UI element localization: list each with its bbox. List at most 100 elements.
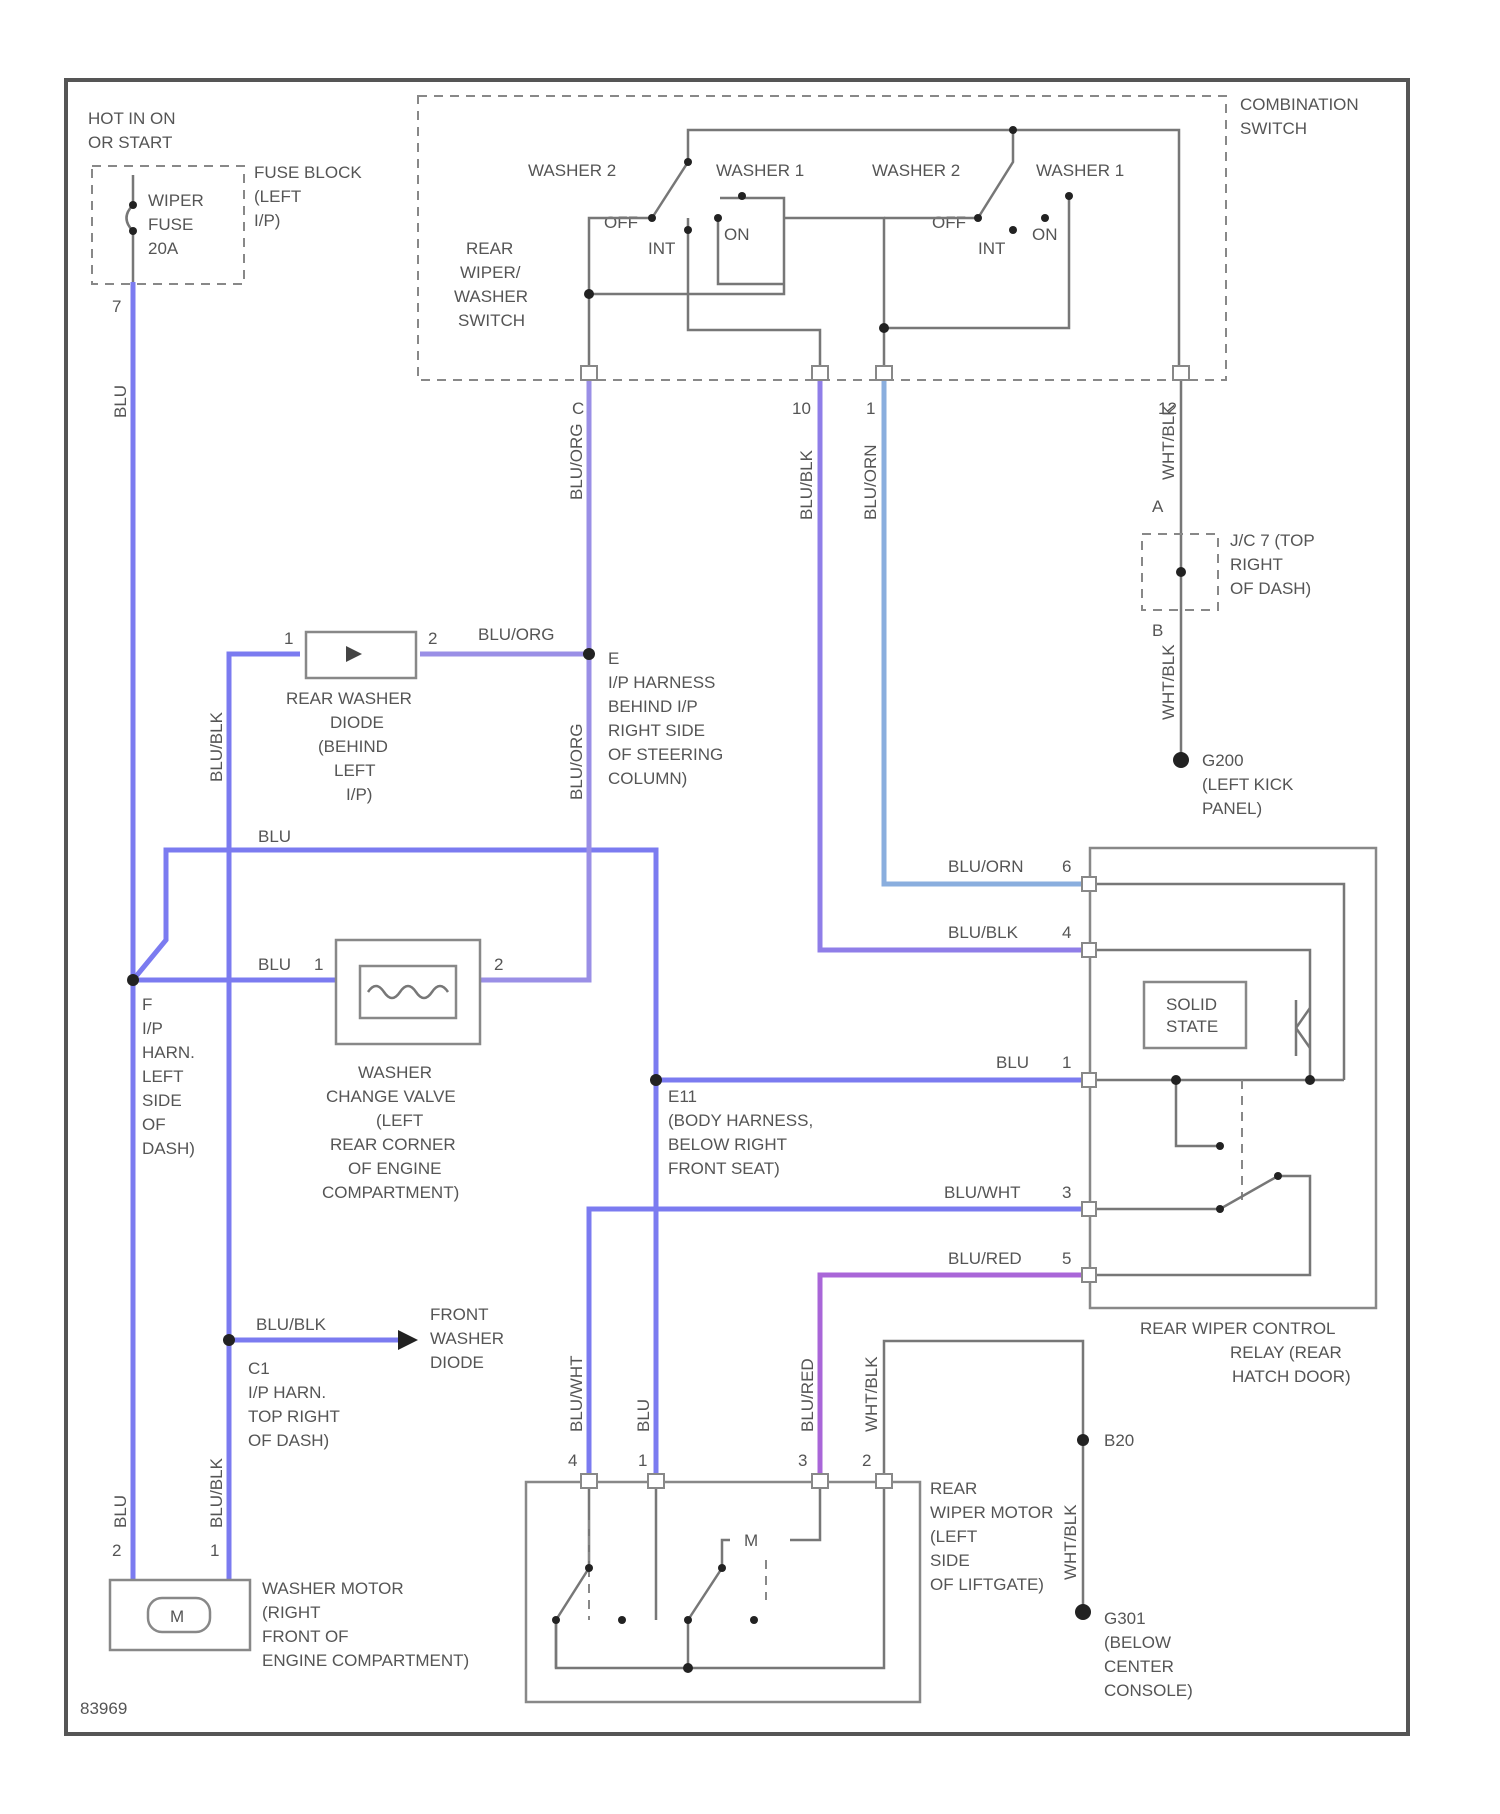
splice-c1-label-3: TOP RIGHT (248, 1407, 340, 1426)
pin-valve-1: 1 (314, 955, 323, 974)
washer-motor-label-3: FRONT OF (262, 1627, 349, 1646)
solid-state-box (1144, 982, 1246, 1048)
pin-sw-1: 1 (866, 399, 875, 418)
fuse-label-2: FUSE (148, 215, 193, 234)
valve-label-6: COMPARTMENT) (322, 1183, 459, 1202)
wire-label-wht-blk-1: WHT/BLK (1159, 404, 1178, 480)
splice-f-label-3: HARN. (142, 1043, 195, 1062)
pin-diode-2: 2 (428, 629, 437, 648)
rear-wiper-switch-label-4: SWITCH (458, 311, 525, 330)
connector-motor-3 (812, 1474, 828, 1488)
splice-f-label-2: I/P (142, 1019, 163, 1038)
splice-e11 (650, 1074, 662, 1086)
wire-label-blu-relay1: BLU (996, 1053, 1029, 1072)
splice-f-label-5: SIDE (142, 1091, 182, 1110)
fuse-block-label-1: FUSE BLOCK (254, 163, 362, 182)
pin-wm-2: 2 (112, 1541, 121, 1560)
splice-e (583, 648, 595, 660)
connector-motor-1 (648, 1474, 664, 1488)
jstop-label-2: RIGHT (1230, 555, 1283, 574)
combination-switch-label-2: SWITCH (1240, 119, 1307, 138)
pin-fuse-bottom: 7 (112, 297, 121, 316)
valve-label-4: REAR CORNER (330, 1135, 456, 1154)
rear-wiper-motor-symbol: M (744, 1531, 758, 1550)
g301-label-2: (BELOW (1104, 1633, 1171, 1652)
ground-g301-dot (1075, 1604, 1091, 1620)
splice-f (127, 974, 139, 986)
fuse-block-label-3: I/P) (254, 211, 280, 230)
rear-wiper-motor-label-2: WIPER MOTOR (930, 1503, 1053, 1522)
valve-label-3: (LEFT (376, 1111, 423, 1130)
wire-label-blu-top-bus: BLU (258, 827, 291, 846)
relay-label-1: REAR WIPER CONTROL (1140, 1319, 1336, 1338)
rear-washer-diode-label-4: LEFT (334, 761, 376, 780)
rear-wiper-motor-label-4: SIDE (930, 1551, 970, 1570)
wire-label-blu-red-m: BLU/RED (798, 1358, 817, 1432)
wire-label-blu-orn-1: BLU/ORN (861, 444, 880, 520)
wire-label-blu-valve: BLU (258, 955, 291, 974)
connector-sw-1 (876, 366, 892, 380)
rear-washer-diode-label-1: REAR WASHER (286, 689, 412, 708)
wire-label-blu-blk-front: BLU/BLK (256, 1315, 327, 1334)
power-label: HOT IN ON (88, 109, 176, 128)
connector-sw-10 (812, 366, 828, 380)
rear-washer-diode-box (306, 632, 416, 678)
wire-blu-red-relay (820, 1275, 1088, 1482)
connector-relay-1 (1082, 1073, 1096, 1087)
rear-washer-diode-label-2: DIODE (330, 713, 384, 732)
pin-relay-3: 3 (1062, 1183, 1071, 1202)
int-label-b: INT (978, 239, 1005, 258)
washer2-label-b: WASHER 2 (872, 161, 960, 180)
splice-e11-label-2: (BODY HARNESS, (668, 1111, 813, 1130)
pin-jstop-top: A (1152, 497, 1164, 516)
wire-label-blu-org-diode: BLU/ORG (478, 625, 555, 644)
wire-label-blu-m: BLU (634, 1399, 653, 1432)
on-label-b: ON (1032, 225, 1058, 244)
connector-relay-5 (1082, 1268, 1096, 1282)
connector-motor-4 (581, 1474, 597, 1488)
washer-motor-label-2: (RIGHT (262, 1603, 321, 1622)
figure-id: 83969 (80, 1699, 127, 1718)
wire-label-wht-blk-2: WHT/BLK (1159, 644, 1178, 720)
valve-label-5: OF ENGINE (348, 1159, 442, 1178)
off-label-b: OFF (932, 213, 966, 232)
valve-label-1: WASHER (358, 1063, 432, 1082)
pin-motor-3: 3 (798, 1451, 807, 1470)
fuse-label-3: 20A (148, 239, 179, 258)
washer1-label-a: WASHER 1 (716, 161, 804, 180)
g200-label-2: (LEFT KICK (1202, 775, 1294, 794)
rear-washer-diode-label-5: I/P) (346, 785, 372, 804)
washer2-label-a: WASHER 2 (528, 161, 616, 180)
splice-e11-label-1: E11 (668, 1087, 697, 1106)
g200-label-3: PANEL) (1202, 799, 1262, 818)
splice-e-label-4: RIGHT SIDE (608, 721, 705, 740)
splice-b20 (1077, 1434, 1089, 1446)
wire-label-blu-wht-m: BLU/WHT (567, 1356, 586, 1433)
wire-blu-orn-relay (884, 378, 1088, 884)
splice-e-label-2: I/P HARNESS (608, 673, 715, 692)
g301-label-3: CENTER (1104, 1657, 1174, 1676)
off-label-a: OFF (604, 213, 638, 232)
wire-label-blu-blk-relay: BLU/BLK (948, 923, 1019, 942)
pin-jstop-bottom: B (1152, 621, 1163, 640)
splice-c1 (223, 1334, 235, 1346)
splice-c1-label-1: C1 (248, 1359, 270, 1378)
wire-label-blu-left: BLU (111, 385, 130, 418)
rear-wiper-switch-label-3: WASHER (454, 287, 528, 306)
pin-wm-1: 1 (210, 1541, 219, 1560)
wire-label-blu-blk-motor: BLU/BLK (207, 1457, 226, 1528)
washer-motor-label-4: ENGINE COMPARTMENT) (262, 1651, 469, 1670)
splice-f-label-1: F (142, 995, 152, 1014)
pin-valve-2: 2 (494, 955, 503, 974)
combination-switch-box (418, 96, 1226, 380)
connector-motor-2 (876, 1474, 892, 1488)
connector-relay-4 (1082, 943, 1096, 957)
g301-label-1: G301 (1104, 1609, 1146, 1628)
wire-label-blu-org-2: BLU/ORG (567, 723, 586, 800)
splice-e11-label-3: BELOW RIGHT (668, 1135, 787, 1154)
fuse-label-1: WIPER (148, 191, 204, 210)
pin-relay-1: 1 (1062, 1053, 1071, 1072)
rear-wiper-motor-label-3: (LEFT (930, 1527, 977, 1546)
washer-change-valve-coil (360, 966, 456, 1018)
